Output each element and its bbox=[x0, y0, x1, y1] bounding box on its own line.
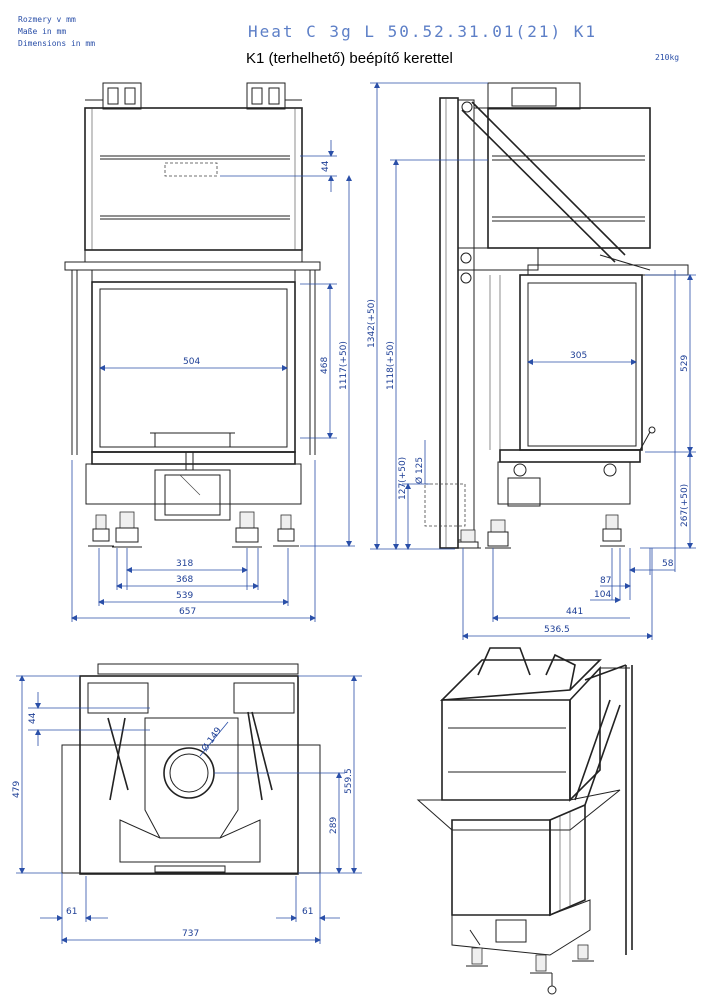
dim-side-127: 127(+50) bbox=[398, 457, 408, 500]
dim-top-44: 44 bbox=[28, 712, 38, 724]
dim-front-657: 657 bbox=[179, 607, 196, 617]
iso-mounting-frame bbox=[416, 789, 621, 831]
dim-side-529: 529 bbox=[680, 355, 690, 372]
legs bbox=[88, 511, 299, 548]
top-dimensions: 44 479 Ø 149 559.5 289 61 61 737 bbox=[12, 675, 362, 944]
top-view: 44 479 Ø 149 559.5 289 61 61 737 bbox=[12, 663, 362, 944]
top-frame bbox=[61, 744, 321, 874]
units-line-cz: Rozmery v mm bbox=[18, 15, 76, 24]
top-outline bbox=[79, 675, 299, 875]
iso-top-face bbox=[439, 659, 602, 701]
dim-front-44: 44 bbox=[321, 160, 331, 172]
support-strut bbox=[461, 109, 616, 263]
weight-label: 210kg bbox=[655, 53, 679, 62]
dim-side-267: 267(+50) bbox=[680, 484, 690, 527]
dim-side-58: 58 bbox=[662, 559, 674, 569]
dim-top-flue-149: Ø 149 bbox=[199, 725, 224, 754]
dim-side-flue-125: Ø 125 bbox=[414, 457, 425, 484]
header-block: Rozmery v mm Maße in mm Dimensions in mm… bbox=[18, 15, 679, 67]
iso-legs bbox=[466, 944, 594, 995]
units-line-de: Maße in mm bbox=[18, 27, 66, 36]
top-handles bbox=[85, 82, 302, 110]
rear-column bbox=[439, 97, 459, 549]
upper-box bbox=[84, 107, 303, 251]
firebox-door bbox=[91, 281, 296, 453]
dim-front-539: 539 bbox=[176, 591, 193, 601]
front-dimensions: 44 504 468 1117(+50) 318 368 53 bbox=[71, 140, 355, 622]
mounting-frame bbox=[64, 261, 321, 271]
dim-front-1117: 1117(+50) bbox=[339, 341, 349, 390]
isometric-view bbox=[416, 647, 633, 995]
dim-front-504: 504 bbox=[183, 357, 200, 367]
flue-collar bbox=[163, 747, 215, 799]
dim-side-441: 441 bbox=[566, 607, 583, 617]
side-view: 1342(+50) 1118(+50) 127(+50) Ø 125 305 5… bbox=[367, 82, 696, 640]
dim-front-318: 318 bbox=[176, 559, 193, 569]
drawing-subtitle: K1 (terhelhető) beépítő kerettel bbox=[246, 50, 453, 67]
front-view: 44 504 468 1117(+50) 318 368 53 bbox=[64, 82, 355, 622]
dim-side-104: 104 bbox=[594, 590, 611, 600]
dim-top-289: 289 bbox=[329, 817, 339, 834]
grate bbox=[154, 432, 231, 448]
side-base bbox=[497, 461, 631, 505]
dim-top-61-left: 61 bbox=[66, 907, 77, 917]
dim-side-87: 87 bbox=[600, 576, 611, 586]
dim-front-368: 368 bbox=[176, 575, 193, 585]
side-legs bbox=[455, 514, 625, 549]
air-intake bbox=[154, 469, 231, 521]
dim-front-468: 468 bbox=[320, 357, 330, 374]
side-upper-box bbox=[487, 107, 651, 249]
dim-top-479: 479 bbox=[12, 781, 22, 798]
dim-side-536: 536.5 bbox=[544, 625, 570, 635]
side-flue-hidden bbox=[424, 483, 466, 527]
dim-top-559: 559.5 bbox=[344, 768, 354, 794]
units-line-en: Dimensions in mm bbox=[18, 39, 95, 48]
dim-side-1118: 1118(+50) bbox=[386, 341, 396, 390]
flue-opening-hidden bbox=[164, 162, 218, 177]
dim-side-1342: 1342(+50) bbox=[367, 299, 377, 348]
side-firebox bbox=[519, 274, 643, 451]
dim-side-305: 305 bbox=[570, 351, 587, 361]
drawing-title: Heat C 3g L 50.52.31.01(21) K1 bbox=[248, 22, 597, 41]
dim-top-61-right: 61 bbox=[302, 907, 313, 917]
side-dimensions: 1342(+50) 1118(+50) 127(+50) Ø 125 305 5… bbox=[367, 82, 696, 640]
dim-top-737: 737 bbox=[182, 929, 199, 939]
side-mounting-frame bbox=[527, 264, 689, 276]
